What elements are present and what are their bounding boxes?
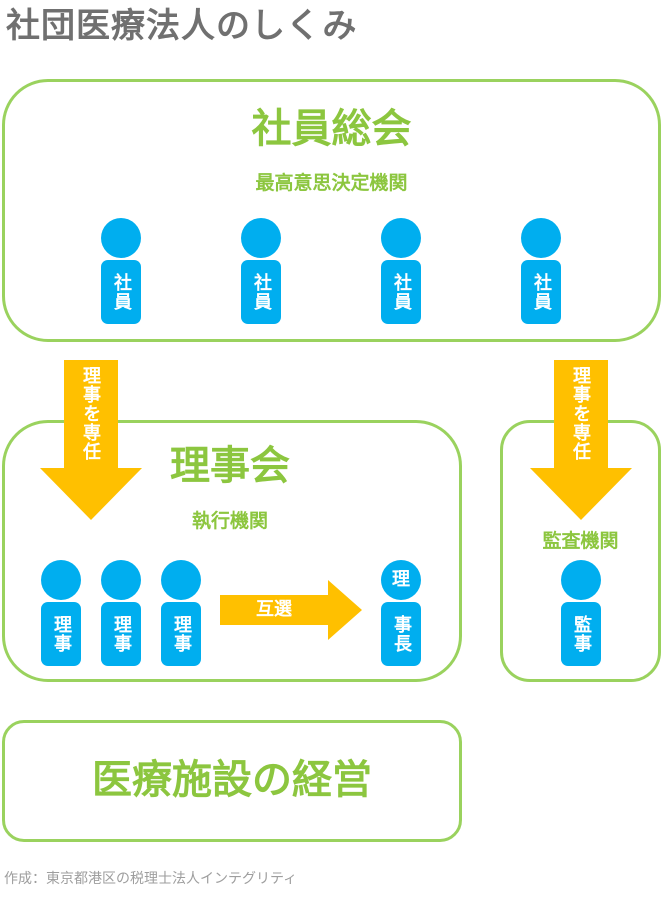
member-figure: 社員: [521, 218, 561, 324]
appoint-arrow-left: 理事を専任: [40, 360, 142, 520]
general-meeting-role: 最高意思決定機関: [255, 172, 408, 194]
director-label: 理事: [101, 602, 141, 666]
down-arrow-icon: [40, 360, 142, 520]
auditor-figure: 監事: [561, 560, 601, 666]
member-label: 社員: [241, 260, 281, 324]
operation-label: 医療施設の経営: [92, 757, 372, 803]
person-head-icon: [101, 560, 141, 600]
member-label: 社員: [381, 260, 421, 324]
chairman-label: 事長: [381, 602, 421, 666]
person-head-icon: [161, 560, 201, 600]
member-figure: 社員: [241, 218, 281, 324]
page-title: 社団医療法人のしくみ: [6, 6, 358, 46]
person-head-icon: [41, 560, 81, 600]
member-figure: 社員: [381, 218, 421, 324]
person-head-icon: [241, 218, 281, 258]
auditor-label: 監事: [561, 602, 601, 666]
chairman-head: 理: [381, 560, 421, 600]
director-figure: 理事: [161, 560, 201, 666]
director-figure: 理事: [101, 560, 141, 666]
right-arrow-icon: [220, 580, 362, 640]
appoint-label: 理事を専任: [80, 366, 101, 461]
board-title: 理事会: [170, 443, 290, 489]
credit-text: 作成：東京都港区の税理士法人インテグリティ: [4, 871, 298, 887]
director-label: 理事: [161, 602, 201, 666]
appoint-label: 理事を専任: [570, 366, 591, 461]
person-head-icon: [521, 218, 561, 258]
person-head-icon: [561, 560, 601, 600]
person-head-icon: [101, 218, 141, 258]
member-label: 社員: [101, 260, 141, 324]
election-label: 互選: [256, 599, 292, 620]
general-meeting-title: 社員総会: [251, 106, 412, 152]
member-label: 社員: [521, 260, 561, 324]
down-arrow-icon: [530, 360, 632, 520]
member-figure: 社員: [101, 218, 141, 324]
chairman-figure: 理 事長: [381, 560, 421, 666]
director-label: 理事: [41, 602, 81, 666]
operation-box: [2, 720, 462, 842]
board-role: 執行機関: [191, 510, 268, 532]
director-figure: 理事: [41, 560, 81, 666]
appoint-arrow-right: 理事を専任: [530, 360, 632, 520]
person-head-icon: [381, 218, 421, 258]
election-arrow: 互選: [220, 580, 362, 640]
auditor-role: 監査機関: [542, 530, 619, 552]
